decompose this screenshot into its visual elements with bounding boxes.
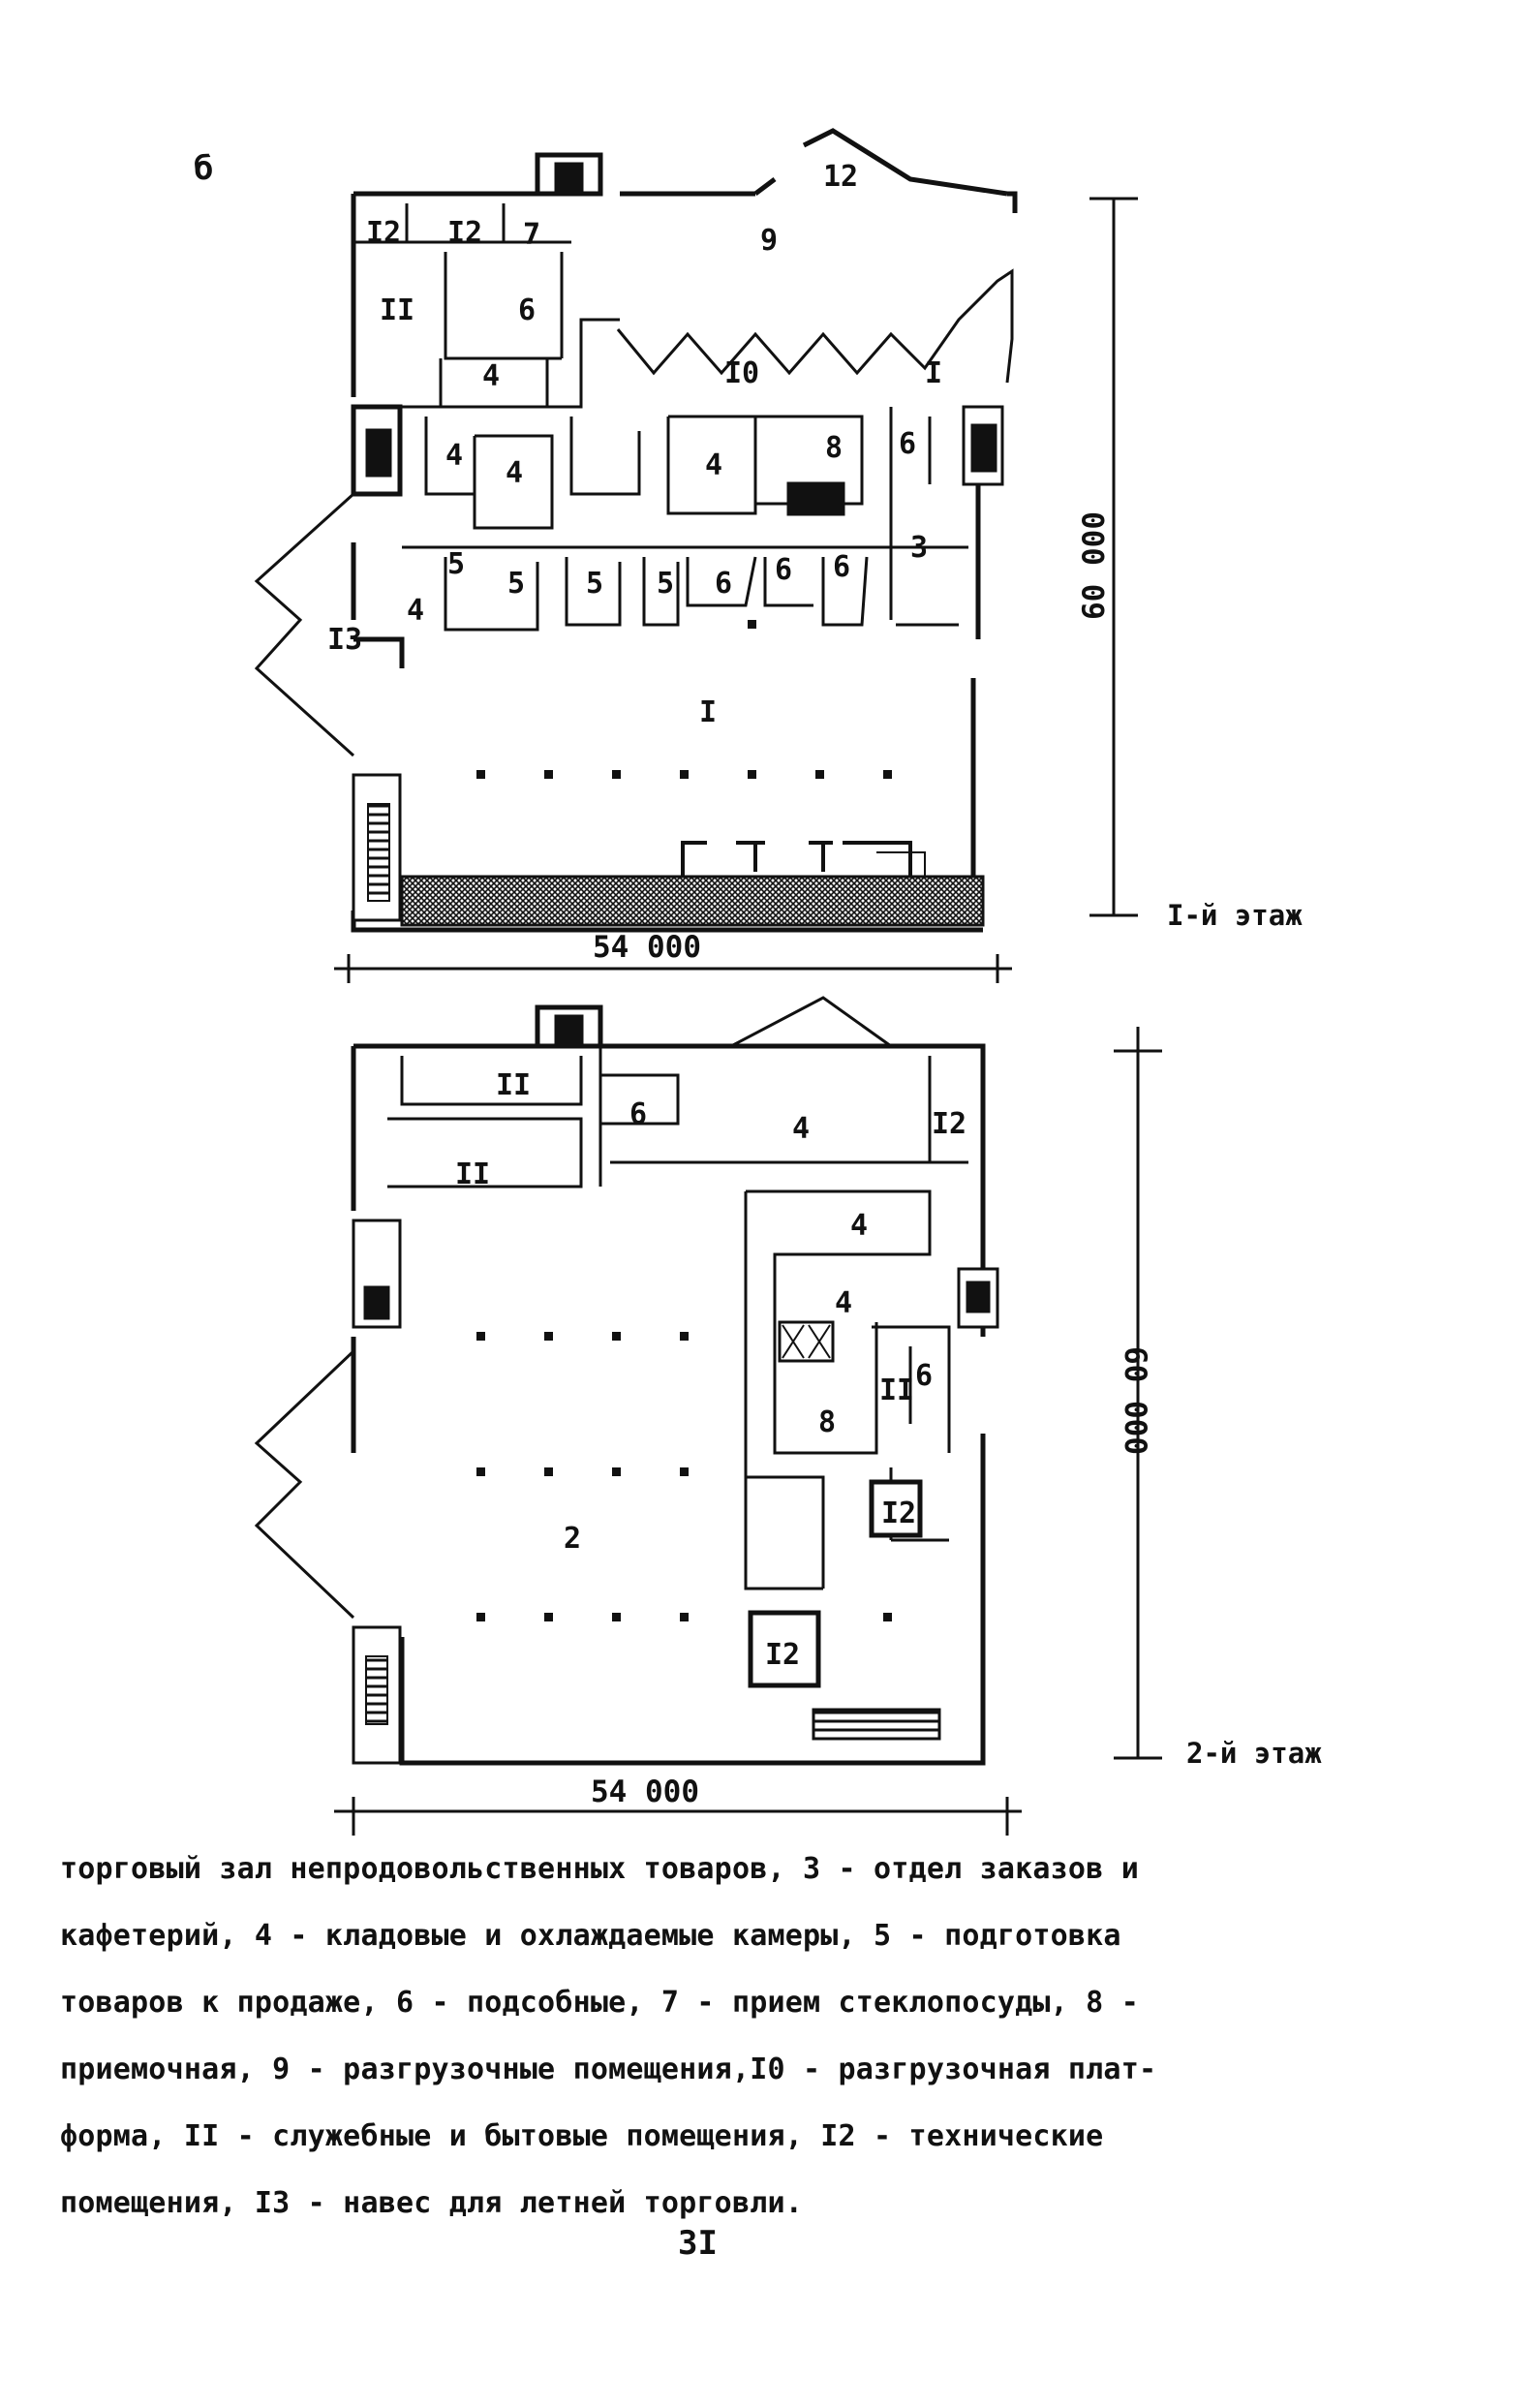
room-label: I2 [447,216,482,250]
caption-line: форма, II - служебные и бытовые помещени… [60,2119,1104,2153]
room-label: 4 [850,1209,868,1243]
caption-line: помещения, I3 - навес для летней торговл… [60,2186,803,2220]
room-label: 6 [915,1359,933,1393]
room-label: 4 [835,1286,852,1320]
room-label: II [496,1068,531,1102]
floor-1-plan [254,128,1138,983]
room-label: 12 [823,160,858,194]
room-label: I [925,356,942,390]
floor-1-height-dimension: 60 000 [1077,511,1112,620]
floor-1-room-labels: I2 I2 7 12 9 II 6 4 I0 I 4 4 4 8 6 3 5 5… [327,160,942,729]
room-label: 4 [792,1112,810,1146]
room-label: 6 [899,427,916,461]
figure-caption: торговый зал непродовольственных товаров… [60,1836,1309,2237]
room-label: 7 [523,218,540,252]
floor-1-title: I-й этаж [1167,899,1303,932]
caption-line: кафетерий, 4 - кладовые и охлаждаемые ка… [60,1919,1121,1953]
room-label: 4 [407,594,424,628]
room-label: I0 [724,356,759,390]
room-label: 6 [775,553,792,587]
floor-2-height-dimension: 60 000 [1118,1346,1152,1455]
room-label: I2 [932,1107,966,1141]
room-label: I2 [765,1638,800,1672]
room-label: 8 [818,1405,836,1439]
room-label: I [699,695,717,729]
room-label: 3 [910,531,928,565]
floor-2-room-labels: II 6 4 I2 II 4 4 8 II 6 2 I2 I2 [455,1068,966,1672]
room-label: 4 [705,448,722,482]
room-label: 6 [518,293,536,327]
room-label: 5 [447,547,465,581]
room-label: 6 [629,1097,647,1131]
caption-line: приемочная, 9 - разгрузочные помещения,I… [60,2053,1157,2086]
room-label: 5 [657,567,674,601]
room-label: 8 [825,431,843,465]
caption-line: товаров к продаже, 6 - подсобные, 7 - пр… [60,1986,1139,2020]
room-label: 6 [715,567,732,601]
room-label: II [380,293,414,327]
floor-2-plan [254,996,1162,1836]
floor-2-title: 2-й этаж [1186,1737,1322,1770]
room-label: 2 [564,1522,581,1556]
room-label: I2 [366,216,401,250]
room-label: 5 [586,567,603,601]
room-label: I2 [881,1497,916,1530]
figure-letter: б [194,149,213,188]
room-label: 4 [482,359,500,393]
floor-plans-drawing: б [194,128,1322,1836]
room-label: 4 [445,439,463,473]
room-label: 9 [760,224,778,258]
page-number: 3I [678,2224,718,2263]
room-label: II [879,1374,914,1407]
room-label: 5 [507,567,525,601]
room-label: I3 [327,623,362,657]
room-label: 4 [506,456,523,490]
caption-line: торговый зал непродовольственных товаров… [60,1852,1139,1886]
room-label: II [455,1158,490,1191]
room-label: 6 [833,550,850,584]
floor-1-width-dimension: 54 000 [593,930,701,965]
floor-2-width-dimension: 54 000 [591,1775,699,1809]
